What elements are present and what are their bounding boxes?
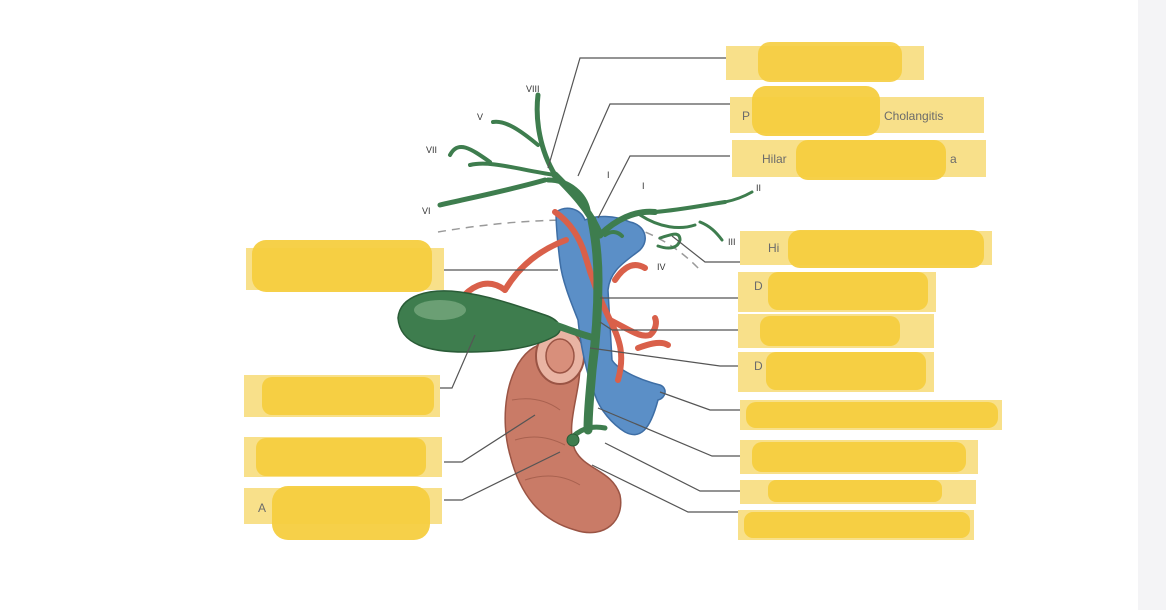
svg-text:A: A <box>258 501 266 515</box>
label-box-right-7: D <box>738 352 934 392</box>
segment-label-ii: II <box>756 183 761 193</box>
label-box-right-9 <box>740 440 978 474</box>
segment-label-v: V <box>477 112 483 122</box>
label-box-right-3: Hilar a <box>732 140 986 180</box>
segment-label-iii: III <box>728 237 736 247</box>
label-box-right-5: D <box>738 272 936 312</box>
svg-text:P: P <box>742 109 750 123</box>
label-box-left-4: A <box>244 486 442 540</box>
segment-label-viii: VIII <box>526 84 540 94</box>
svg-text:Hi: Hi <box>768 241 779 255</box>
label-box-right-6 <box>738 314 934 348</box>
svg-text:D: D <box>754 359 763 373</box>
label-box-right-4: Hi <box>740 230 992 268</box>
label-box-left-2 <box>244 375 440 417</box>
segment-label-vi: VI <box>422 206 431 216</box>
segment-label-vii: VII <box>426 145 437 155</box>
label-box-left-3 <box>244 437 442 477</box>
segment-label-i-right: I <box>642 181 645 191</box>
label-box-right-10 <box>740 480 976 504</box>
svg-text:a: a <box>950 152 957 166</box>
svg-text:Hilar: Hilar <box>762 152 787 166</box>
segment-label-iv: IV <box>657 262 666 272</box>
ampulla <box>567 434 579 446</box>
label-box-right-11 <box>738 510 974 540</box>
svg-text:D: D <box>754 279 763 293</box>
label-box-right-8 <box>740 400 1002 430</box>
label-box-right-2: P Cholangitis <box>730 86 984 136</box>
label-box-right-1 <box>726 42 924 82</box>
gallbladder <box>398 291 560 352</box>
label-box-left-1 <box>246 240 444 292</box>
segment-label-i-left: I <box>607 170 610 180</box>
svg-text:Cholangitis: Cholangitis <box>884 109 943 123</box>
